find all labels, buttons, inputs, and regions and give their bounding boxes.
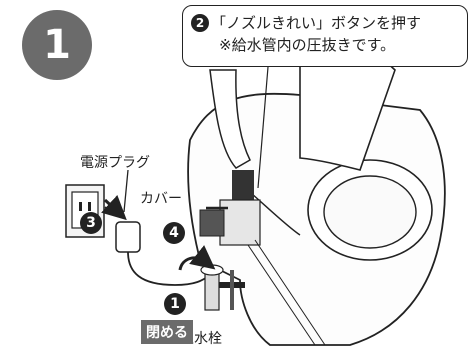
callout-pointer: [257, 66, 269, 189]
cover-label: カバー: [140, 191, 182, 207]
stop-valve: [178, 245, 245, 311]
unplug-arrow: [101, 195, 127, 221]
callout-line-1: 2「ノズルきれい」ボタンを押す: [191, 12, 459, 34]
pipe-line-2: [254, 239, 326, 346]
step-marker-4: 4: [163, 222, 185, 244]
power-plug-label: 電源プラグ: [80, 155, 150, 171]
pipe-line: [247, 244, 316, 346]
step-marker-3: 3: [80, 212, 102, 234]
instruction-callout: 2「ノズルきれい」ボタンを押す ※給水管内の圧抜きです。: [182, 5, 468, 67]
step-number-badge: 1: [22, 10, 92, 80]
step-marker-1: 1: [164, 293, 186, 315]
toilet-body: [187, 37, 446, 346]
close-action-tag: 閉める: [141, 320, 193, 344]
step-marker-2: 2: [191, 14, 209, 32]
plug-label-leader: [123, 169, 129, 213]
side-panel: [199, 170, 261, 246]
callout-line-2: ※給水管内の圧抜きです。: [219, 36, 396, 54]
callout-text-1: 「ノズルきれい」ボタンを押す: [211, 14, 422, 32]
